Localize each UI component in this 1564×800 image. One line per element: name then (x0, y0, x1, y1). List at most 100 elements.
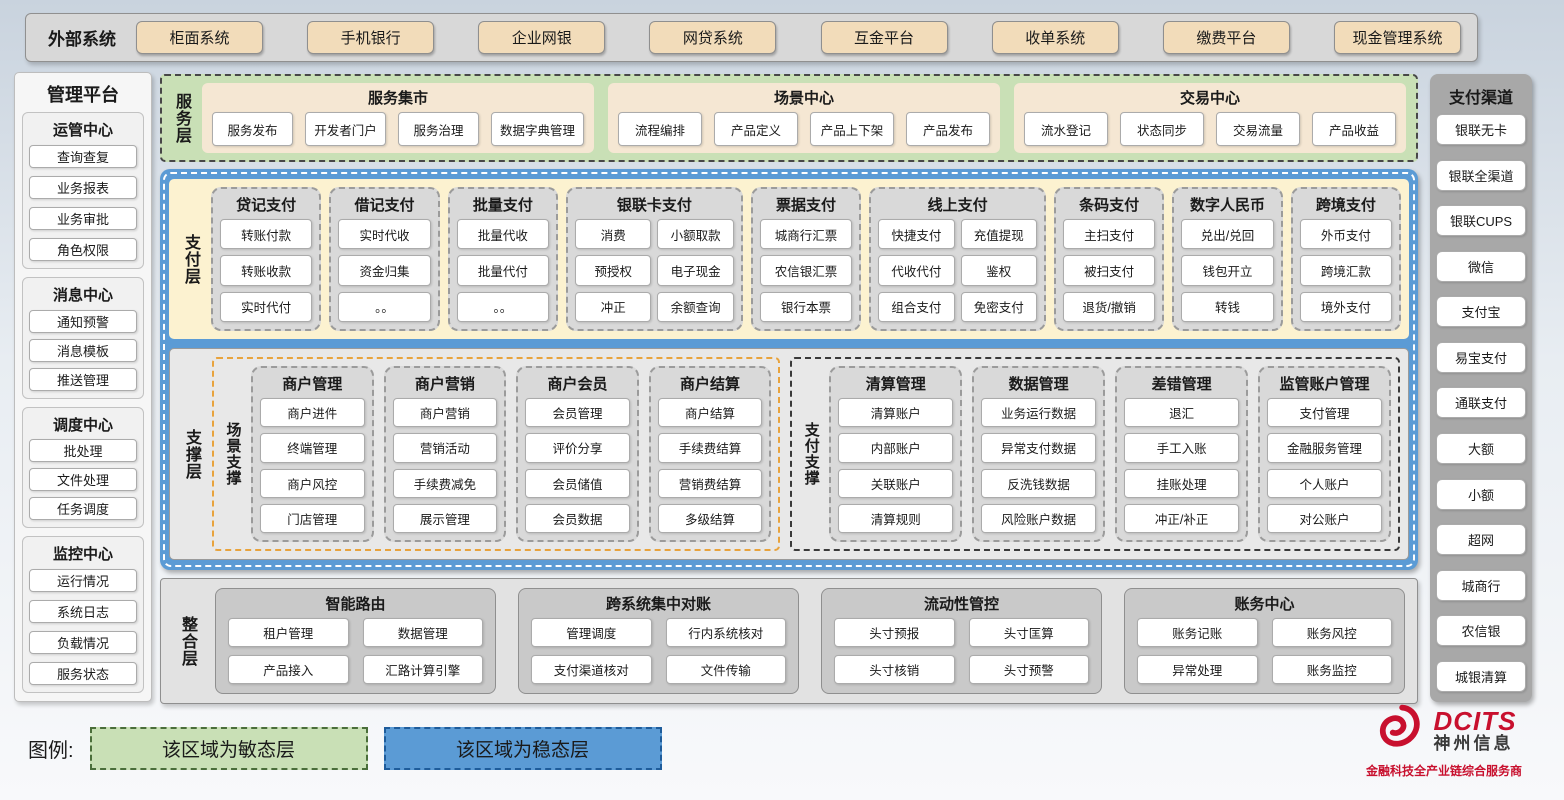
payment-item-button[interactable]: 农信银汇票 (759, 255, 853, 286)
support-item-button[interactable]: 冲正/补正 (1124, 503, 1240, 533)
payment-item-button[interactable]: 充值提现 (960, 219, 1037, 250)
payment-channel-button[interactable]: 微信 (1436, 250, 1526, 282)
support-item-button[interactable]: 门店管理 (260, 503, 365, 533)
service-item-button[interactable]: 产品定义 (714, 112, 798, 146)
management-item-button[interactable]: 业务审批 (29, 207, 137, 231)
integration-item-button[interactable]: 行内系统核对 (665, 618, 786, 647)
integration-item-button[interactable]: 汇路计算引擎 (362, 655, 483, 684)
external-system-button[interactable]: 手机银行 (307, 21, 435, 54)
support-item-button[interactable]: 关联账户 (838, 468, 954, 498)
support-item-button[interactable]: 终端管理 (260, 433, 365, 463)
payment-item-button[interactable]: 消费 (575, 219, 652, 250)
support-item-button[interactable]: 清算账户 (838, 398, 954, 428)
support-item-button[interactable]: 个人账户 (1267, 468, 1382, 498)
payment-item-button[interactable]: 城商行汇票 (759, 219, 853, 250)
payment-item-button[interactable]: 转账收款 (220, 255, 313, 286)
payment-channel-button[interactable]: 大额 (1436, 433, 1526, 465)
payment-item-button[interactable]: 代收代付 (878, 255, 955, 286)
management-item-button[interactable]: 消息模板 (29, 338, 137, 362)
integration-item-button[interactable]: 账务监控 (1271, 655, 1392, 684)
management-item-button[interactable]: 系统日志 (29, 599, 137, 623)
payment-item-button[interactable]: 小额取款 (657, 219, 734, 250)
external-system-button[interactable]: 互金平台 (820, 21, 948, 54)
service-item-button[interactable]: 开发者门户 (305, 112, 386, 146)
payment-item-button[interactable]: 冲正 (575, 291, 652, 322)
service-item-button[interactable]: 产品发布 (906, 112, 990, 146)
payment-channel-button[interactable]: 银联全渠道 (1436, 159, 1526, 191)
support-item-button[interactable]: 会员数据 (525, 503, 630, 533)
management-item-button[interactable]: 角色权限 (29, 237, 137, 261)
service-item-button[interactable]: 服务发布 (212, 112, 293, 146)
payment-item-button[interactable]: 快捷支付 (878, 219, 955, 250)
support-item-button[interactable]: 反洗钱数据 (981, 468, 1097, 498)
management-item-button[interactable]: 运行情况 (29, 569, 137, 592)
support-item-button[interactable]: 清算规则 (838, 503, 954, 533)
payment-item-button[interactable]: 钱包开立 (1181, 255, 1274, 286)
integration-item-button[interactable]: 数据管理 (362, 618, 483, 647)
support-item-button[interactable]: 手续费减免 (392, 468, 498, 498)
support-item-button[interactable]: 业务运行数据 (981, 398, 1097, 428)
payment-item-button[interactable]: 银行本票 (759, 291, 853, 322)
payment-channel-button[interactable]: 通联支付 (1436, 387, 1526, 419)
support-item-button[interactable]: 多级结算 (657, 503, 763, 533)
payment-item-button[interactable]: 鉴权 (960, 255, 1037, 286)
management-item-button[interactable]: 文件处理 (29, 468, 137, 492)
integration-item-button[interactable]: 头寸预报 (834, 618, 955, 647)
payment-channel-button[interactable]: 小额 (1436, 478, 1526, 510)
support-item-button[interactable]: 对公账户 (1267, 503, 1382, 533)
support-item-button[interactable]: 会员管理 (525, 398, 630, 428)
payment-channel-button[interactable]: 城银清算 (1436, 660, 1526, 692)
support-item-button[interactable]: 会员储值 (525, 468, 630, 498)
service-item-button[interactable]: 交易流量 (1216, 112, 1300, 146)
support-item-button[interactable]: 营销费结算 (657, 468, 763, 498)
service-item-button[interactable]: 流程编排 (618, 112, 702, 146)
support-item-button[interactable]: 支付管理 (1267, 398, 1382, 428)
payment-item-button[interactable]: 境外支付 (1299, 291, 1393, 322)
payment-item-button[interactable]: 转钱 (1181, 291, 1274, 322)
payment-channel-button[interactable]: 城商行 (1436, 569, 1526, 601)
payment-item-button[interactable]: 批量代付 (456, 255, 550, 286)
payment-channel-button[interactable]: 银联无卡 (1436, 114, 1526, 145)
payment-item-button[interactable]: 主扫支付 (1063, 219, 1156, 250)
external-system-button[interactable]: 现金管理系统 (1333, 21, 1461, 54)
management-item-button[interactable]: 查询查复 (29, 145, 137, 169)
management-item-button[interactable]: 通知预警 (29, 309, 137, 333)
integration-item-button[interactable]: 头寸预警 (968, 655, 1089, 684)
support-item-button[interactable]: 异常支付数据 (981, 433, 1097, 463)
support-item-button[interactable]: 商户结算 (657, 398, 763, 428)
payment-item-button[interactable]: 跨境汇款 (1299, 255, 1393, 286)
payment-item-button[interactable]: 批量代收 (456, 219, 550, 250)
payment-item-button[interactable]: 实时代付 (220, 291, 313, 322)
payment-item-button[interactable]: 。。 (456, 291, 550, 322)
service-item-button[interactable]: 数据字典管理 (491, 112, 585, 146)
service-item-button[interactable]: 流水登记 (1024, 112, 1108, 146)
payment-item-button[interactable]: 被扫支付 (1063, 255, 1156, 286)
external-system-button[interactable]: 柜面系统 (136, 21, 263, 54)
payment-channel-button[interactable]: 支付宝 (1436, 296, 1526, 328)
payment-item-button[interactable]: 退货/撤销 (1063, 291, 1156, 322)
service-item-button[interactable]: 产品上下架 (810, 112, 894, 146)
payment-item-button[interactable]: 实时代收 (338, 219, 431, 250)
external-system-button[interactable]: 收单系统 (991, 21, 1119, 54)
integration-item-button[interactable]: 管理调度 (531, 618, 652, 647)
payment-item-button[interactable]: 免密支付 (960, 291, 1037, 322)
payment-item-button[interactable]: 余额查询 (657, 291, 734, 322)
service-item-button[interactable]: 状态同步 (1120, 112, 1204, 146)
support-item-button[interactable]: 手工入账 (1124, 433, 1240, 463)
integration-item-button[interactable]: 异常处理 (1137, 655, 1258, 684)
payment-item-button[interactable]: 预授权 (575, 255, 652, 286)
management-item-button[interactable]: 任务调度 (29, 497, 137, 521)
support-item-button[interactable]: 营销活动 (392, 433, 498, 463)
support-item-button[interactable]: 商户营销 (392, 398, 498, 428)
payment-item-button[interactable]: 。。 (338, 291, 431, 322)
integration-item-button[interactable]: 产品接入 (228, 655, 349, 684)
payment-channel-button[interactable]: 农信银 (1436, 615, 1526, 647)
management-item-button[interactable]: 服务状态 (29, 661, 137, 685)
payment-channel-button[interactable]: 易宝支付 (1436, 341, 1526, 373)
payment-channel-button[interactable]: 银联CUPS (1436, 205, 1526, 237)
external-system-button[interactable]: 企业网银 (478, 21, 606, 54)
payment-item-button[interactable]: 外币支付 (1299, 219, 1393, 250)
management-item-button[interactable]: 批处理 (29, 439, 137, 462)
management-item-button[interactable]: 推送管理 (29, 367, 137, 391)
payment-item-button[interactable]: 资金归集 (338, 255, 431, 286)
